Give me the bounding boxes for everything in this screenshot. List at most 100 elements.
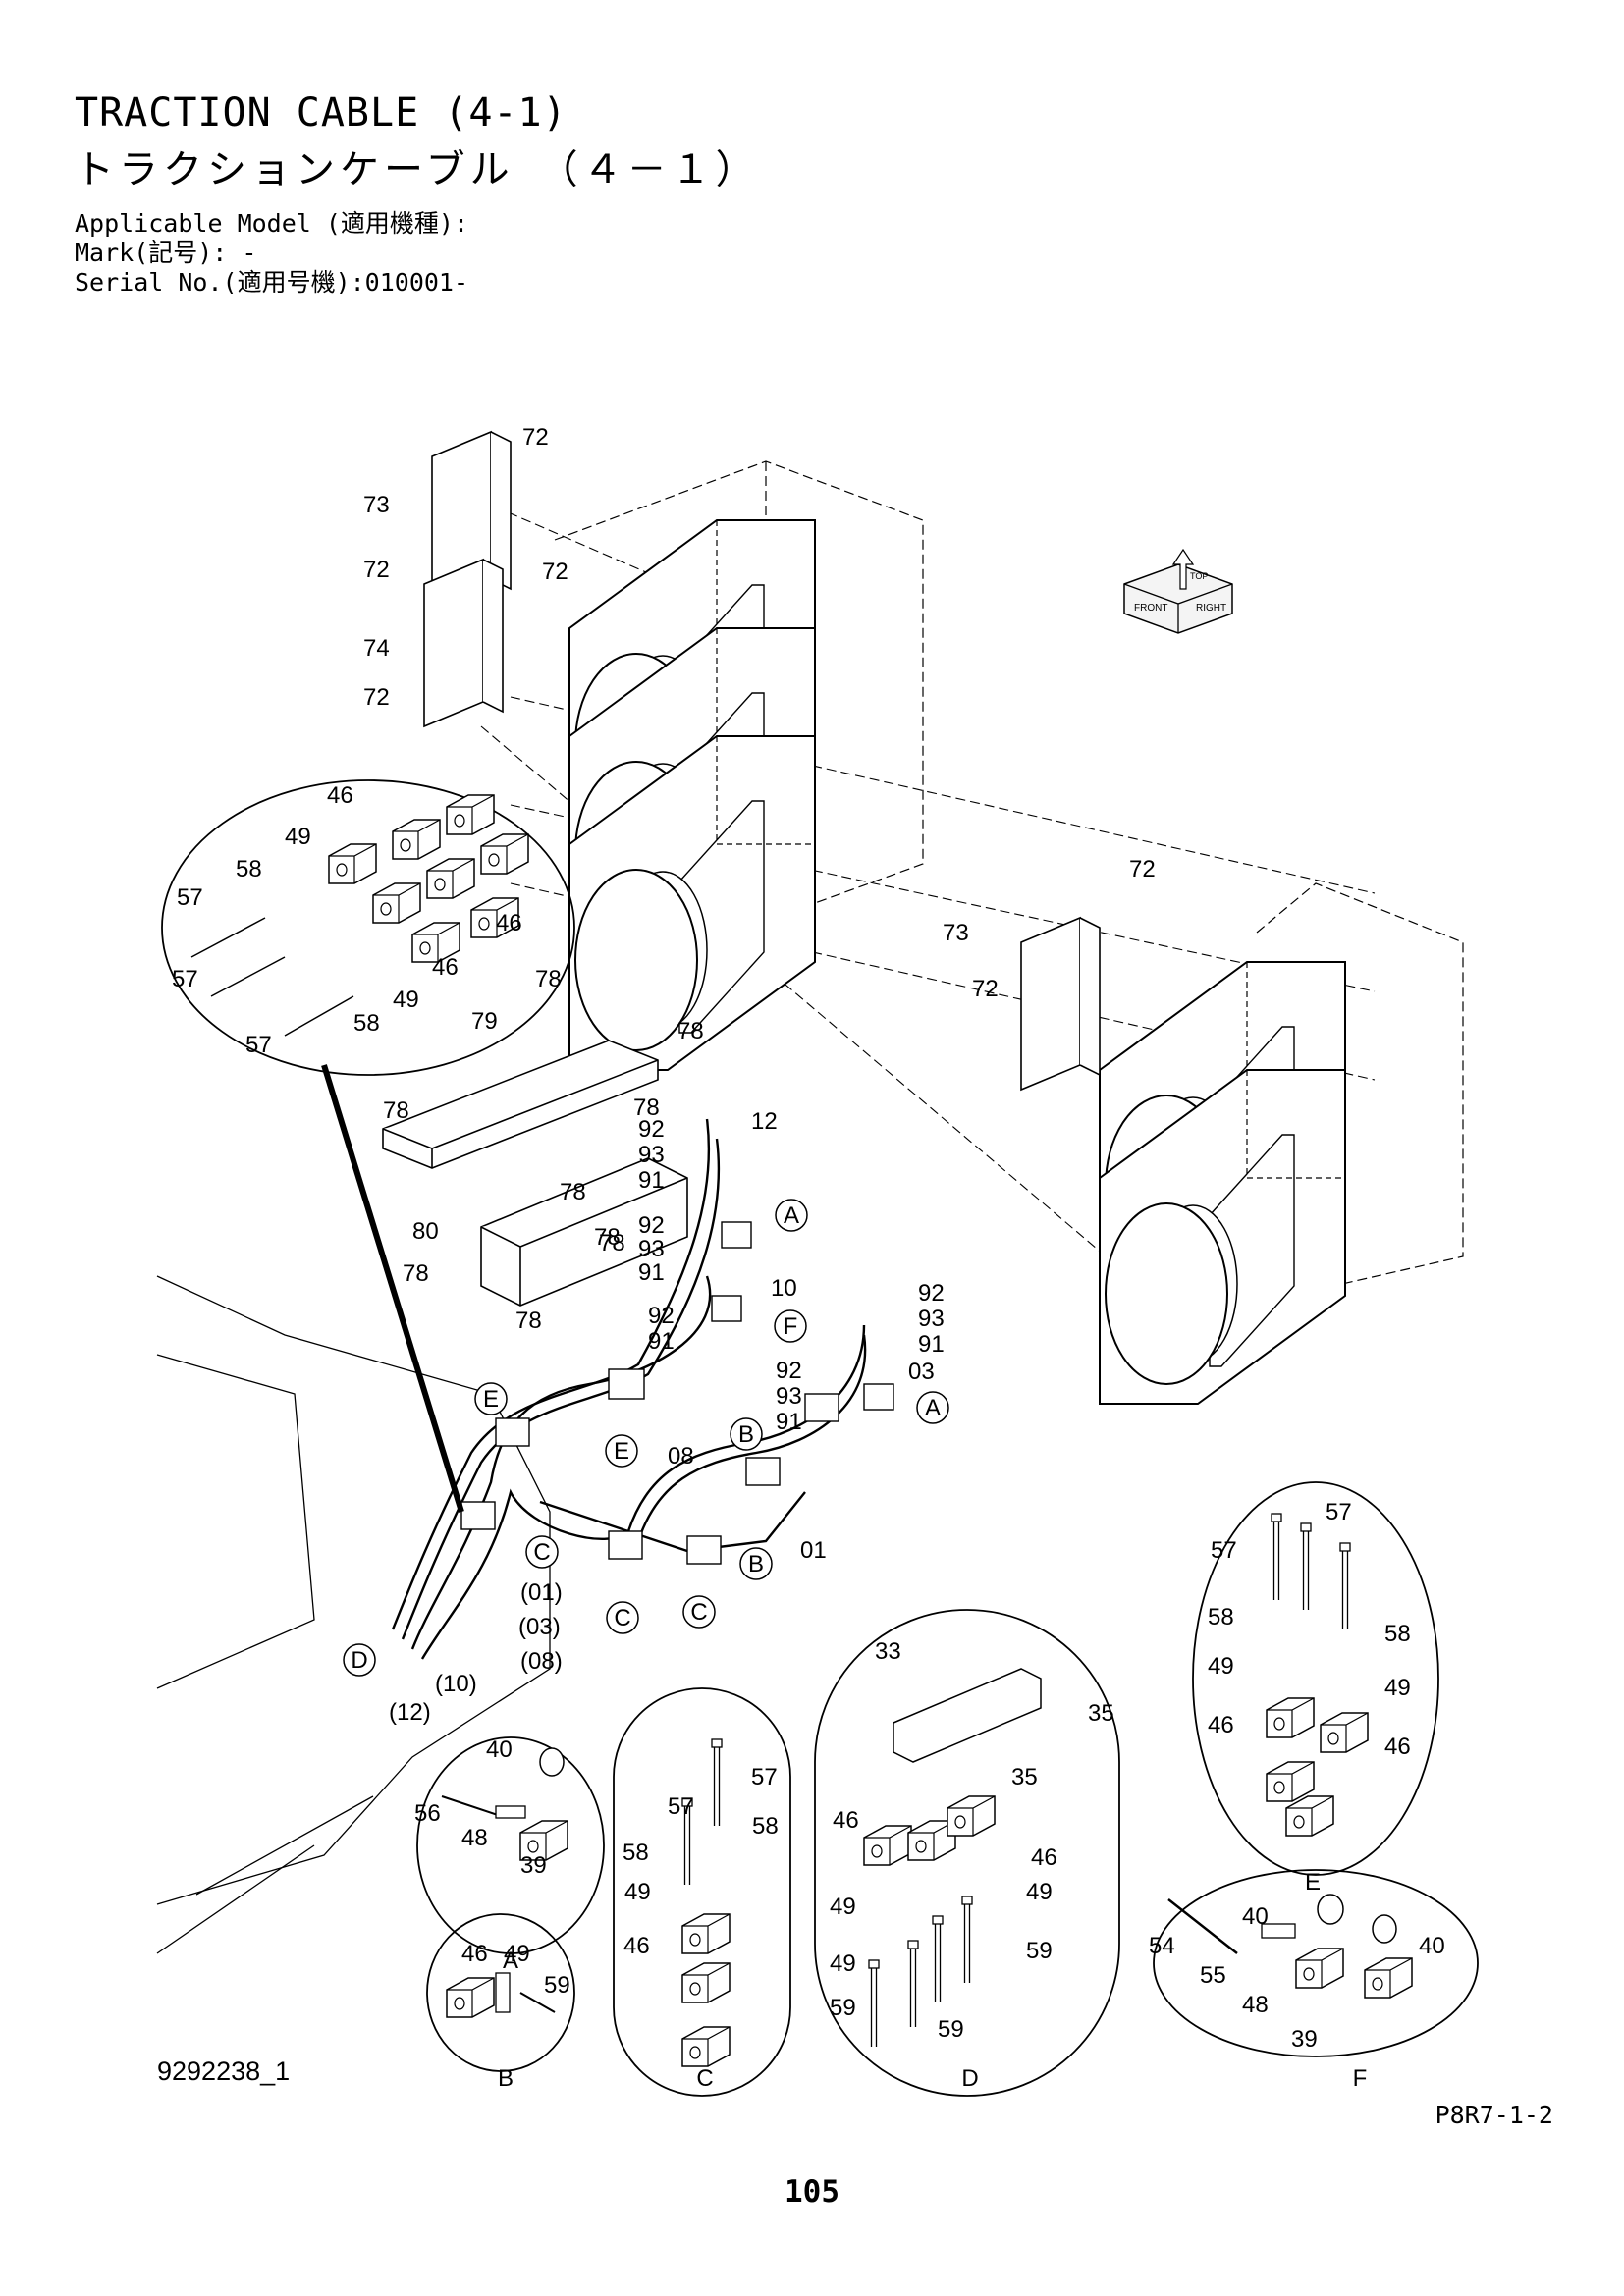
part-callout: 78 bbox=[403, 1260, 429, 1287]
part-callout: 92 bbox=[918, 1280, 945, 1307]
part-callout: 78 bbox=[383, 1097, 409, 1124]
part-callout: 78 bbox=[633, 1095, 660, 1121]
part-callout: 49 bbox=[1208, 1653, 1234, 1680]
page-number: 105 bbox=[785, 2174, 839, 2210]
compass-right-label: RIGHT bbox=[1196, 603, 1226, 614]
part-callout: 92 bbox=[648, 1303, 675, 1329]
part-callout: 40 bbox=[1242, 1903, 1269, 1930]
part-callout: 59 bbox=[938, 2016, 964, 2043]
part-callout: 46 bbox=[496, 910, 522, 936]
detail-E-parts bbox=[1266, 1513, 1369, 1837]
part-callout: 46 bbox=[461, 1941, 488, 1967]
part-callout: 91 bbox=[638, 1259, 665, 1286]
part-callout: 72 bbox=[1129, 856, 1156, 882]
part-callout: 46 bbox=[432, 954, 459, 981]
detail-F-parts bbox=[1167, 1894, 1413, 1999]
detail-A-caption: A bbox=[503, 1948, 518, 1974]
part-callout: 58 bbox=[1384, 1621, 1411, 1647]
detail-outlines bbox=[161, 779, 1479, 2097]
part-callout: 39 bbox=[520, 1852, 547, 1879]
part-callout: 78 bbox=[560, 1179, 586, 1205]
marker-E-1: E bbox=[474, 1382, 508, 1415]
part-callout: 59 bbox=[1026, 1938, 1053, 1964]
marker-C-2: C bbox=[606, 1601, 639, 1634]
part-callout: 10 bbox=[771, 1275, 797, 1302]
part-callout: 48 bbox=[461, 1825, 488, 1851]
view-markers: A F A B B E E C C C D A B C D E F bbox=[343, 1199, 1367, 2092]
svg-text:C: C bbox=[533, 1539, 550, 1566]
svg-text:B: B bbox=[738, 1421, 754, 1448]
cable-cover-79 bbox=[382, 1040, 659, 1169]
marker-F: F bbox=[774, 1309, 807, 1343]
detail-C-parts bbox=[681, 1738, 731, 2067]
part-callout: 57 bbox=[177, 884, 203, 911]
part-callout: 58 bbox=[752, 1813, 779, 1840]
part-callout: 46 bbox=[833, 1807, 859, 1834]
part-callout: 73 bbox=[363, 492, 390, 518]
part-callout: (01) bbox=[520, 1579, 563, 1606]
part-callout: 91 bbox=[776, 1409, 802, 1435]
part-callout: 49 bbox=[504, 1941, 530, 1967]
part-callout: 49 bbox=[1026, 1879, 1053, 1905]
part-callout: 54 bbox=[1149, 1933, 1175, 1959]
marker-E-2: E bbox=[605, 1434, 638, 1468]
part-callout: (08) bbox=[520, 1648, 563, 1675]
svg-text:E: E bbox=[1305, 1869, 1321, 1896]
part-callout: 93 bbox=[638, 1142, 665, 1168]
detail-E-caption: E bbox=[1305, 1869, 1321, 1896]
marker-C-1: C bbox=[525, 1535, 559, 1569]
page-code: P8R7-1-2 bbox=[1435, 2101, 1553, 2129]
leader-heavy bbox=[321, 1064, 464, 1513]
part-callout: 93 bbox=[776, 1383, 802, 1410]
part-callout: 78 bbox=[535, 966, 562, 992]
part-callout: (10) bbox=[435, 1671, 477, 1697]
part-callout: 91 bbox=[638, 1167, 665, 1194]
part-callout: 12 bbox=[751, 1108, 778, 1135]
compass-top-label: TOP bbox=[1190, 571, 1208, 581]
base-frame bbox=[156, 1275, 551, 1954]
detail-left-parts bbox=[190, 794, 529, 1037]
cable-clamps bbox=[460, 1221, 894, 1565]
part-callout: 01 bbox=[800, 1537, 827, 1564]
drum-stack-right bbox=[1099, 961, 1346, 1405]
svg-text:A: A bbox=[503, 1948, 518, 1974]
part-callout: 73 bbox=[943, 920, 969, 946]
part-callout: 08 bbox=[668, 1443, 694, 1469]
svg-text:B: B bbox=[748, 1551, 764, 1577]
part-callout: 93 bbox=[918, 1306, 945, 1332]
part-callout: 46 bbox=[623, 1933, 650, 1959]
part-callout: 49 bbox=[624, 1879, 651, 1905]
svg-text:E: E bbox=[483, 1386, 499, 1413]
part-callout: 58 bbox=[1208, 1604, 1234, 1630]
part-callout: 35 bbox=[1088, 1700, 1114, 1727]
svg-text:C: C bbox=[696, 2065, 713, 2092]
part-callout: 49 bbox=[393, 987, 419, 1013]
part-callout: 58 bbox=[236, 856, 262, 882]
part-callout: 55 bbox=[1200, 1962, 1226, 1989]
part-callout: 57 bbox=[668, 1793, 694, 1820]
compass-front-label: FRONT bbox=[1134, 603, 1167, 614]
part-callout: 79 bbox=[471, 1008, 498, 1035]
part-callout: 91 bbox=[648, 1328, 675, 1355]
page-title-en: TRACTION CABLE (4-1) bbox=[75, 90, 568, 135]
part-callout: 57 bbox=[1326, 1499, 1352, 1525]
part-callout: 92 bbox=[638, 1116, 665, 1143]
serial-no-label: Serial No.(適用号機):010001- bbox=[75, 268, 469, 296]
part-callout: 74 bbox=[363, 635, 390, 662]
marker-B-2: B bbox=[739, 1547, 773, 1580]
mark-label: Mark(記号): - bbox=[75, 239, 257, 267]
part-callout: 78 bbox=[677, 1018, 704, 1044]
cable-cover-80 bbox=[480, 1157, 688, 1307]
detail-B-caption: B bbox=[498, 2065, 514, 2092]
part-callout: 49 bbox=[830, 1950, 856, 1977]
part-callout: 78 bbox=[599, 1230, 625, 1256]
svg-text:C: C bbox=[690, 1599, 707, 1626]
part-callout: 58 bbox=[623, 1840, 649, 1866]
svg-text:A: A bbox=[784, 1202, 799, 1229]
orientation-compass: FRONT TOP RIGHT bbox=[1123, 548, 1233, 634]
svg-text:B: B bbox=[498, 2065, 514, 2092]
part-callout: 49 bbox=[830, 1894, 856, 1920]
svg-text:E: E bbox=[614, 1438, 629, 1465]
part-callout: 57 bbox=[245, 1032, 272, 1058]
